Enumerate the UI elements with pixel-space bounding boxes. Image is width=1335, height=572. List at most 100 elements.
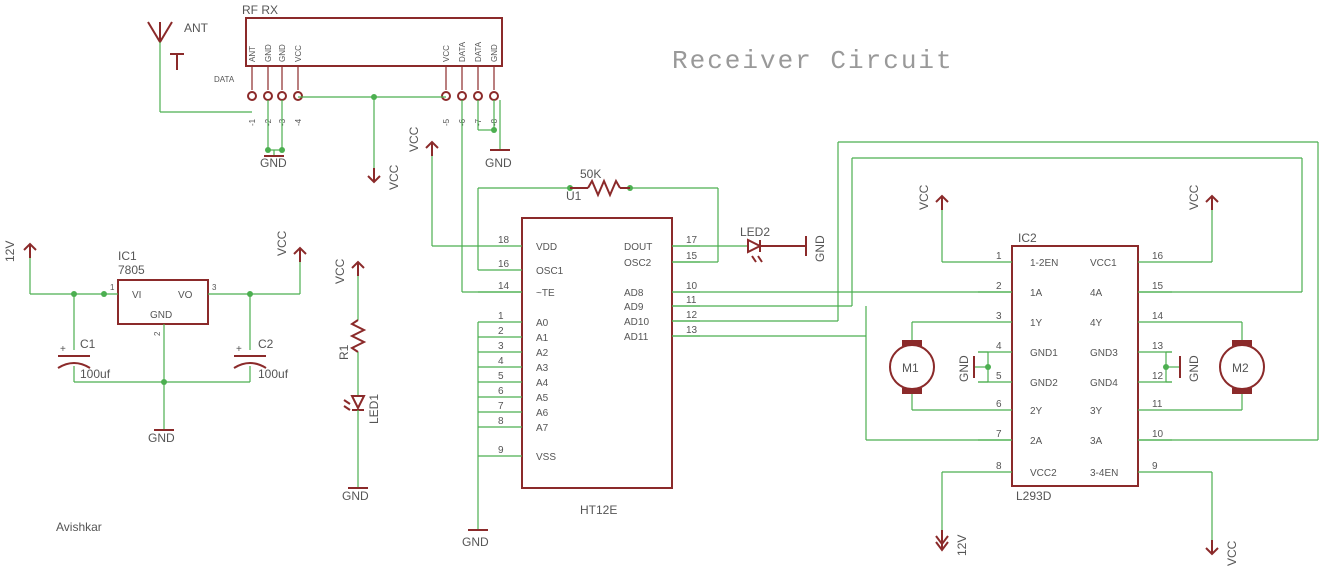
l293d-right-pin-name: 3-4EN (1090, 468, 1118, 479)
regulator-vo: VO (178, 290, 193, 301)
regulator-vi: VI (132, 290, 141, 301)
l293d-right-pin-number: 14 (1152, 311, 1164, 322)
ht12e-right-pin-number: 17 (686, 235, 698, 246)
l293d-left-pin-name: 1A (1030, 288, 1043, 299)
v12-label-supply: 12V (3, 241, 17, 262)
l293d-left-pin-number: 2 (996, 281, 1002, 292)
ht12e-left-pin-number: 14 (498, 281, 510, 292)
vcc-label-vcc1: VCC (1187, 184, 1201, 210)
ht12e-chip: U1 HT12E 18VDD16OSC114~TE1A02A13A24A35A4… (478, 189, 700, 517)
rf-pin-label: DATA (474, 41, 483, 62)
l293d-left-pin-name: 2Y (1030, 406, 1043, 417)
l293d-right-pin-name: GND4 (1090, 378, 1118, 389)
l293d-right-pin-name: 3A (1090, 436, 1103, 447)
rf-pin-pad (263, 91, 273, 101)
rf-pin-label: DATA (458, 41, 467, 62)
regulator-part: 7805 (118, 263, 145, 277)
l293d-left-pin-name: 2A (1030, 436, 1043, 447)
rf-pin-label: GND (490, 44, 499, 62)
schematic-title: Receiver Circuit (672, 46, 954, 76)
ht12e-left-pin-name: A6 (536, 408, 549, 419)
l293d-left-pin-name: VCC2 (1030, 468, 1057, 479)
led2-icon (672, 236, 807, 263)
l293d-right-pin-number: 12 (1152, 371, 1164, 382)
l293d-right-pin-number: 15 (1152, 281, 1164, 292)
power-supply-wiring (29, 256, 301, 430)
l293d-left-pin-number: 1 (996, 251, 1002, 262)
ht12e-left-pin-number: 6 (498, 386, 504, 397)
ht12e-wiring (431, 156, 719, 530)
gnd-label-l293d-right: GND (1187, 355, 1201, 382)
rf-pin-label: GND (264, 44, 273, 62)
ht12e-left-pin-number: 18 (498, 235, 510, 246)
rf-pin-pad (293, 91, 303, 101)
rf-pin-number: -4 (294, 118, 303, 126)
l293d-right-pin-name: 3Y (1090, 406, 1103, 417)
regulator-gnd: GND (150, 310, 172, 321)
ht12e-right-pin-name: AD8 (624, 288, 644, 299)
ht12e-left-pin-number: 3 (498, 341, 504, 352)
ht12e-right-pin-name: OSC2 (624, 258, 652, 269)
l293d-right-pin-name: 4Y (1090, 318, 1103, 329)
gnd-label-l293d-left: GND (957, 355, 971, 382)
ht12e-left-pin-number: 9 (498, 445, 504, 456)
l293d-right-pin-number: 13 (1152, 341, 1164, 352)
ht12e-right-pin-number: 12 (686, 310, 698, 321)
ht12e-left-pin-number: 7 (498, 401, 504, 412)
regulator-pin3: 3 (212, 283, 217, 292)
vcc-label-ht12e: VCC (407, 126, 421, 152)
regulator-ref: IC1 (118, 249, 137, 263)
capacitor-c1-ref: C1 (80, 337, 96, 351)
led1-ref: LED1 (367, 394, 381, 424)
ht12e-left-pin-name: A2 (536, 348, 549, 359)
ht12e-left-pin-number: 2 (498, 326, 504, 337)
vcc-label-rf: VCC (387, 164, 401, 190)
rf-pin-pad (489, 91, 499, 101)
ht12e-right-pin-number: 11 (686, 295, 697, 306)
l293d-left-pin-name: GND2 (1030, 378, 1058, 389)
ht12e-left-pin-name: OSC1 (536, 266, 564, 277)
gnd-label-led2: GND (813, 235, 827, 262)
ht12e-ref: U1 (566, 189, 582, 203)
capacitor-c2-value: 100uf (258, 367, 289, 381)
v12-label-vcc2: 12V (955, 535, 969, 556)
ht12e-right-pin-name: AD9 (624, 302, 644, 313)
rf-pin-pad (247, 91, 257, 101)
ht12e-right-pin-number: 15 (686, 251, 698, 262)
author-label: Avishkar (56, 520, 102, 534)
rf-pin-pad (277, 91, 287, 101)
l293d-left-pin-name: 1-2EN (1030, 258, 1058, 269)
l293d-right-pin-name: VCC1 (1090, 258, 1117, 269)
rf-pin-label: VCC (442, 45, 451, 62)
ht12e-right-pin-name: AD10 (624, 317, 649, 328)
ht12e-left-pin-number: 16 (498, 259, 510, 270)
vcc-label-en12: VCC (917, 184, 931, 210)
regulator-7805: IC1 7805 VI VO GND 1 3 2 (110, 249, 217, 336)
ht12e-left-pin-name: A1 (536, 333, 549, 344)
gnd-label-ht12e: GND (462, 535, 489, 549)
l293d-right-pin-number: 9 (1152, 461, 1158, 472)
r1-led1-branch (343, 276, 367, 488)
ht12e-left-pin-number: 1 (498, 311, 504, 322)
vcc-label-34en: VCC (1225, 540, 1239, 566)
ht12e-left-pin-name: VSS (536, 452, 556, 463)
rf-pin-number: -1 (248, 118, 257, 126)
vcc-label-supply: VCC (275, 230, 289, 256)
rf-receiver-module: RF RX DATA ANT-1GND-2GND-3VCC-4VCC-5DATA… (214, 3, 503, 126)
ht12e-left-pin-number: 8 (498, 416, 504, 427)
led2-ref: LED2 (740, 225, 770, 239)
l293d-name: L293D (1016, 489, 1052, 503)
rf-pin-label: GND (278, 44, 287, 62)
l293d-right-pin-name: GND3 (1090, 348, 1118, 359)
capacitor-c1-polarity: + (60, 344, 66, 355)
l293d-left-pin-number: 4 (996, 341, 1002, 352)
l293d-left-pin-name: 1Y (1030, 318, 1043, 329)
l293d-wiring (911, 210, 1243, 540)
ht12e-left-pin-number: 5 (498, 371, 504, 382)
capacitor-c1-icon (57, 355, 91, 369)
r1-ref: R1 (337, 344, 351, 360)
ht12e-left-pin-name: A5 (536, 393, 549, 404)
ht12e-right-pin-number: 10 (686, 281, 698, 292)
motor-m2-label: M2 (1232, 361, 1249, 375)
